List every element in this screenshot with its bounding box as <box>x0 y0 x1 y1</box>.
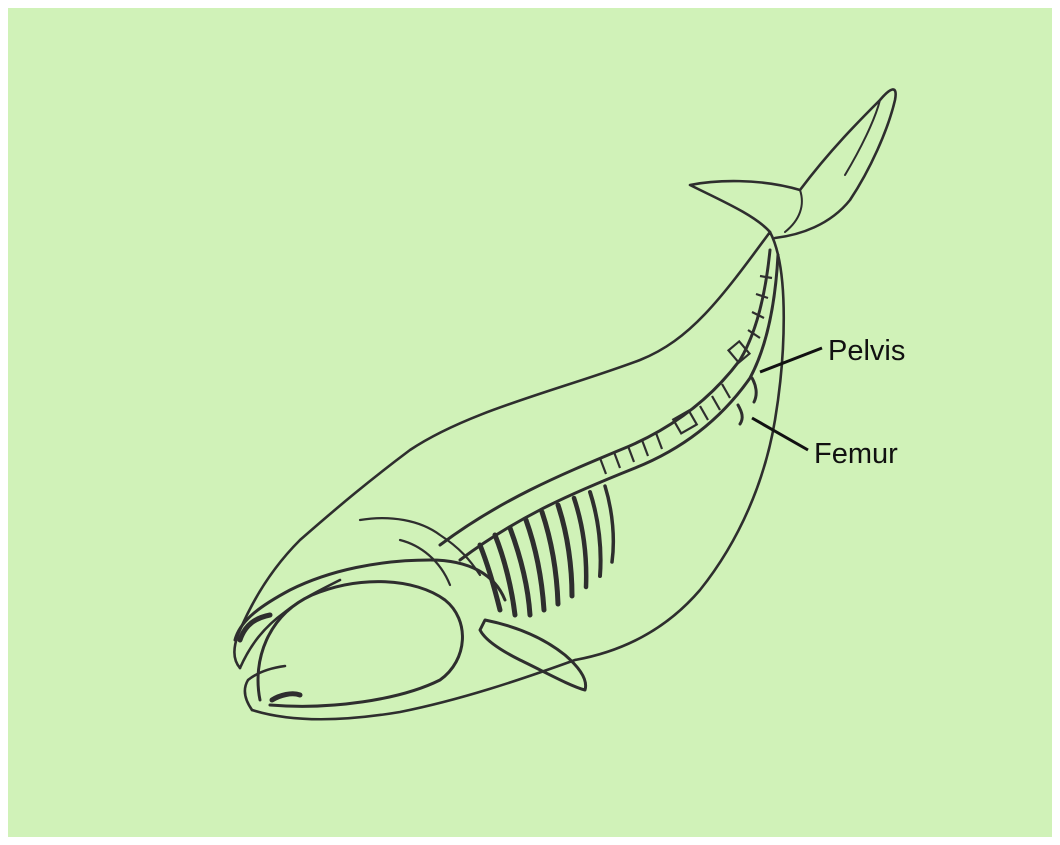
whale-upper-jaw <box>235 560 505 640</box>
whale-pelvis-bone <box>752 378 756 402</box>
femur-label: Femur <box>814 438 898 470</box>
whale-body-outline <box>234 232 783 719</box>
whale-spine-lower <box>460 255 778 560</box>
whale-vertebrae <box>600 276 772 474</box>
whale-tail-fluke-inner <box>785 100 880 232</box>
whale-lower-jaw-tip <box>272 694 300 700</box>
femur-leader-line <box>752 418 808 450</box>
whale-mouth-arc <box>258 582 462 707</box>
whale-femur-bone <box>738 405 742 424</box>
whale-spine-upper <box>440 250 770 545</box>
pelvis-label: Pelvis <box>828 335 905 367</box>
whale-flipper <box>480 620 586 690</box>
pelvis-leader-line <box>760 348 822 372</box>
whale-tail-fluke <box>690 89 896 238</box>
